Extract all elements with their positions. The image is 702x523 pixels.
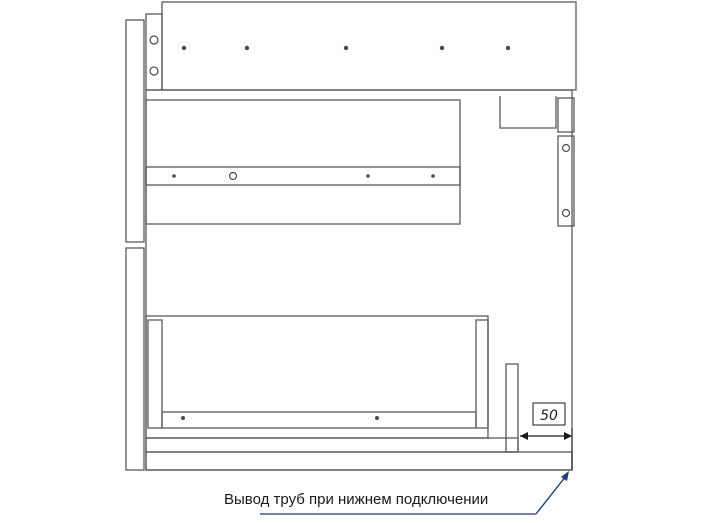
- top-right-bracket: [499, 96, 557, 129]
- pipe-outlet-leader: [260, 471, 569, 515]
- dot: [172, 174, 176, 178]
- bottom-board: [145, 437, 519, 453]
- dimension-label: 50: [540, 408, 558, 424]
- dot: [181, 416, 185, 420]
- lower-tray-left-wall: [147, 319, 163, 429]
- right-hinge: [557, 135, 575, 227]
- right-vertical-post: [505, 363, 519, 453]
- dot: [244, 45, 250, 51]
- dot: [431, 174, 435, 178]
- hole: [228, 171, 238, 181]
- left-post: [145, 13, 163, 91]
- lower-tray-right-wall: [475, 319, 489, 429]
- left-panel-lower: [125, 247, 145, 471]
- dimension-50: 50: [520, 402, 573, 470]
- hole: [561, 143, 571, 153]
- dot: [343, 45, 349, 51]
- caption: Вывод труб при нижнем подключении: [224, 491, 489, 508]
- hole: [149, 35, 159, 45]
- hole: [561, 208, 571, 218]
- dot: [366, 174, 370, 178]
- lower-tray-outer: [145, 315, 489, 439]
- upper-drawer: [145, 99, 461, 225]
- dot: [505, 45, 511, 51]
- dot: [181, 45, 187, 51]
- right-hinge-top: [557, 97, 575, 133]
- dot: [375, 416, 379, 420]
- dot: [439, 45, 445, 51]
- top-frame: [161, 1, 577, 91]
- plinth: [145, 451, 573, 471]
- lower-tray-bottom: [161, 411, 477, 429]
- upper-drawer-rail: [145, 166, 461, 186]
- cabinet-body: [145, 89, 573, 471]
- left-panel-upper: [125, 19, 145, 243]
- hole: [149, 66, 159, 76]
